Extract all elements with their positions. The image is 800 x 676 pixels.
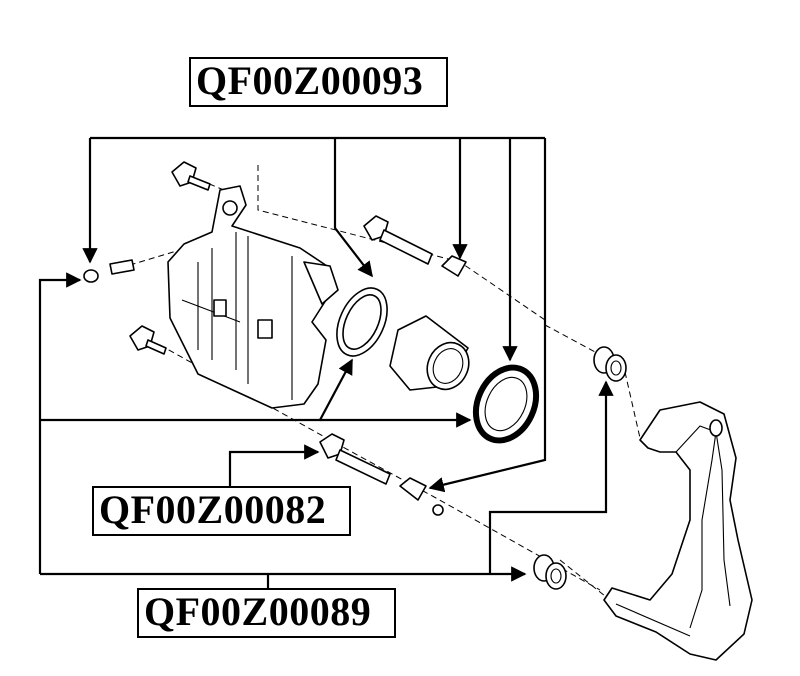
caliper-bracket xyxy=(603,401,753,661)
piston-seal-ring xyxy=(336,287,388,357)
part-number-label-bottom: QF00Z00089 xyxy=(137,588,396,638)
guide-pin-bushing-lower xyxy=(399,477,444,516)
leader-lines-middle xyxy=(228,444,320,486)
leader-lines-top xyxy=(82,136,547,493)
caliper-bolt-upper xyxy=(171,161,211,191)
caliper-bolt-lower xyxy=(129,325,167,355)
bracket-bushing-upper xyxy=(593,346,627,382)
guide-pin-lower xyxy=(319,433,391,485)
bracket-bushing-lower xyxy=(533,554,567,590)
part-number-label-middle: QF00Z00082 xyxy=(92,486,351,536)
guide-pin-boot-upper xyxy=(441,255,467,277)
caliper-housing xyxy=(167,185,339,409)
caliper-piston xyxy=(389,315,470,391)
bleeder-screw xyxy=(83,259,135,283)
part-number-label-top: QF00Z00093 xyxy=(189,57,448,107)
piston-dust-boot xyxy=(472,364,540,444)
leader-lines-bottom xyxy=(38,272,614,588)
guide-pin-upper xyxy=(363,215,433,265)
